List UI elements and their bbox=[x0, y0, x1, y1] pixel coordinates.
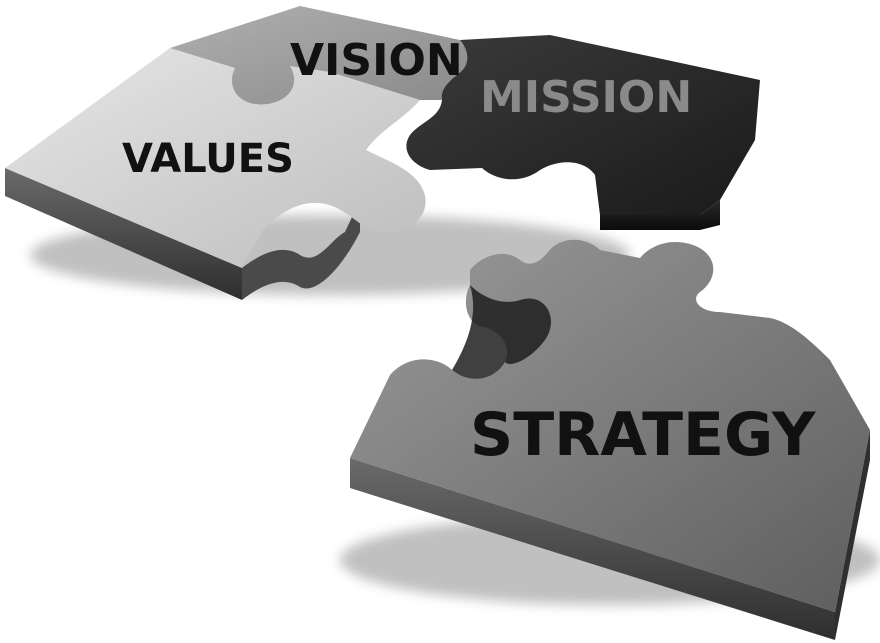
strategy-piece-side-front bbox=[350, 458, 835, 640]
strategy-label: STRATEGY bbox=[470, 400, 817, 470]
assembled-puzzle-group bbox=[5, 6, 760, 300]
mission-piece bbox=[406, 35, 760, 215]
vision-label: VISION bbox=[290, 35, 463, 86]
mission-piece-side bbox=[600, 200, 720, 230]
strategy-piece bbox=[350, 239, 870, 612]
strategy-puzzle-piece bbox=[350, 239, 870, 640]
mission-label: MISSION bbox=[480, 72, 692, 123]
values-piece-side bbox=[5, 168, 242, 300]
vision-piece bbox=[170, 6, 468, 105]
strategy-piece-shade bbox=[452, 285, 551, 379]
values-label: VALUES bbox=[122, 136, 294, 182]
strategy-piece-side-right bbox=[835, 430, 870, 640]
values-piece-side-right bbox=[242, 200, 360, 300]
values-piece bbox=[5, 48, 426, 268]
